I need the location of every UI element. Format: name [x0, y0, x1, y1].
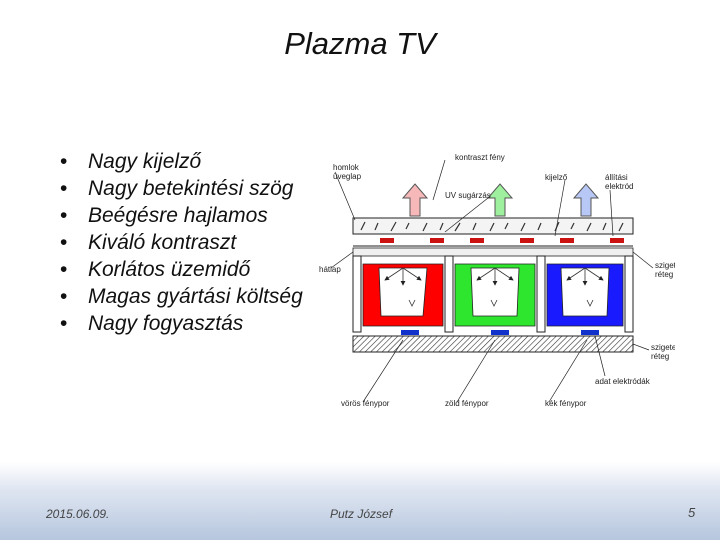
- bullet-icon: •: [60, 177, 68, 200]
- blue-phosphor-label: kék fénypor: [545, 399, 587, 408]
- bullet-icon: •: [60, 285, 68, 308]
- blue-phosphor-cell: [546, 263, 624, 327]
- bullet-list: •Nagy kijelző •Nagy betekintési szög •Be…: [58, 148, 308, 337]
- address-electrode-label: adat elektródák: [595, 377, 651, 386]
- contrast-layer-label: kontraszt fény: [455, 153, 505, 162]
- slide-title: Plazma TV: [284, 26, 436, 61]
- bullet-item: •Nagy fogyasztás: [60, 312, 244, 335]
- dielectric-label: szigetelőréteg: [655, 261, 675, 279]
- cell-walls: [352, 255, 634, 333]
- insulating-label: szigetelőréteg: [651, 343, 675, 361]
- bullet-item: •Nagy betekintési szög: [60, 177, 294, 200]
- rear-label: hátlap: [319, 265, 341, 274]
- uv-label: UV sugárzás: [445, 191, 491, 200]
- green-phosphor-label: zöld fénypor: [445, 399, 489, 408]
- cell-v-marks: [408, 299, 594, 307]
- green-phosphor-cell: [454, 263, 536, 327]
- bullet-icon: •: [60, 231, 68, 254]
- discharge-rays: [384, 267, 604, 286]
- address-electrodes: [401, 330, 599, 335]
- bullet-item: •Nagy kijelző: [60, 150, 202, 173]
- bullet-icon: •: [60, 204, 68, 227]
- rear-glass-plate: [352, 335, 634, 353]
- light-arrow-icons: [401, 183, 600, 217]
- page-number: 5: [688, 505, 696, 520]
- footer-date: 2015.06.09.: [46, 507, 110, 521]
- footer-author: Putz József: [330, 507, 393, 521]
- display-electrodes: [380, 238, 624, 243]
- bullet-icon: •: [60, 258, 68, 281]
- bullet-item: •Magas gyártási költség: [60, 285, 303, 308]
- front-glass-texture: [360, 221, 624, 232]
- red-phosphor-cell: [362, 263, 444, 327]
- bullet-item: •Beégésre hajlamos: [60, 204, 268, 227]
- bullet-item: •Korlátos üzemidő: [60, 258, 251, 281]
- bullet-icon: •: [60, 150, 68, 173]
- display-label: kijelző: [545, 173, 568, 182]
- footer-background: [0, 462, 720, 540]
- red-phosphor-label: vörös fénypor: [341, 399, 390, 408]
- bullet-item: •Kiváló kontraszt: [60, 231, 237, 254]
- leader-lines: [330, 159, 654, 403]
- bullet-icon: •: [60, 312, 68, 335]
